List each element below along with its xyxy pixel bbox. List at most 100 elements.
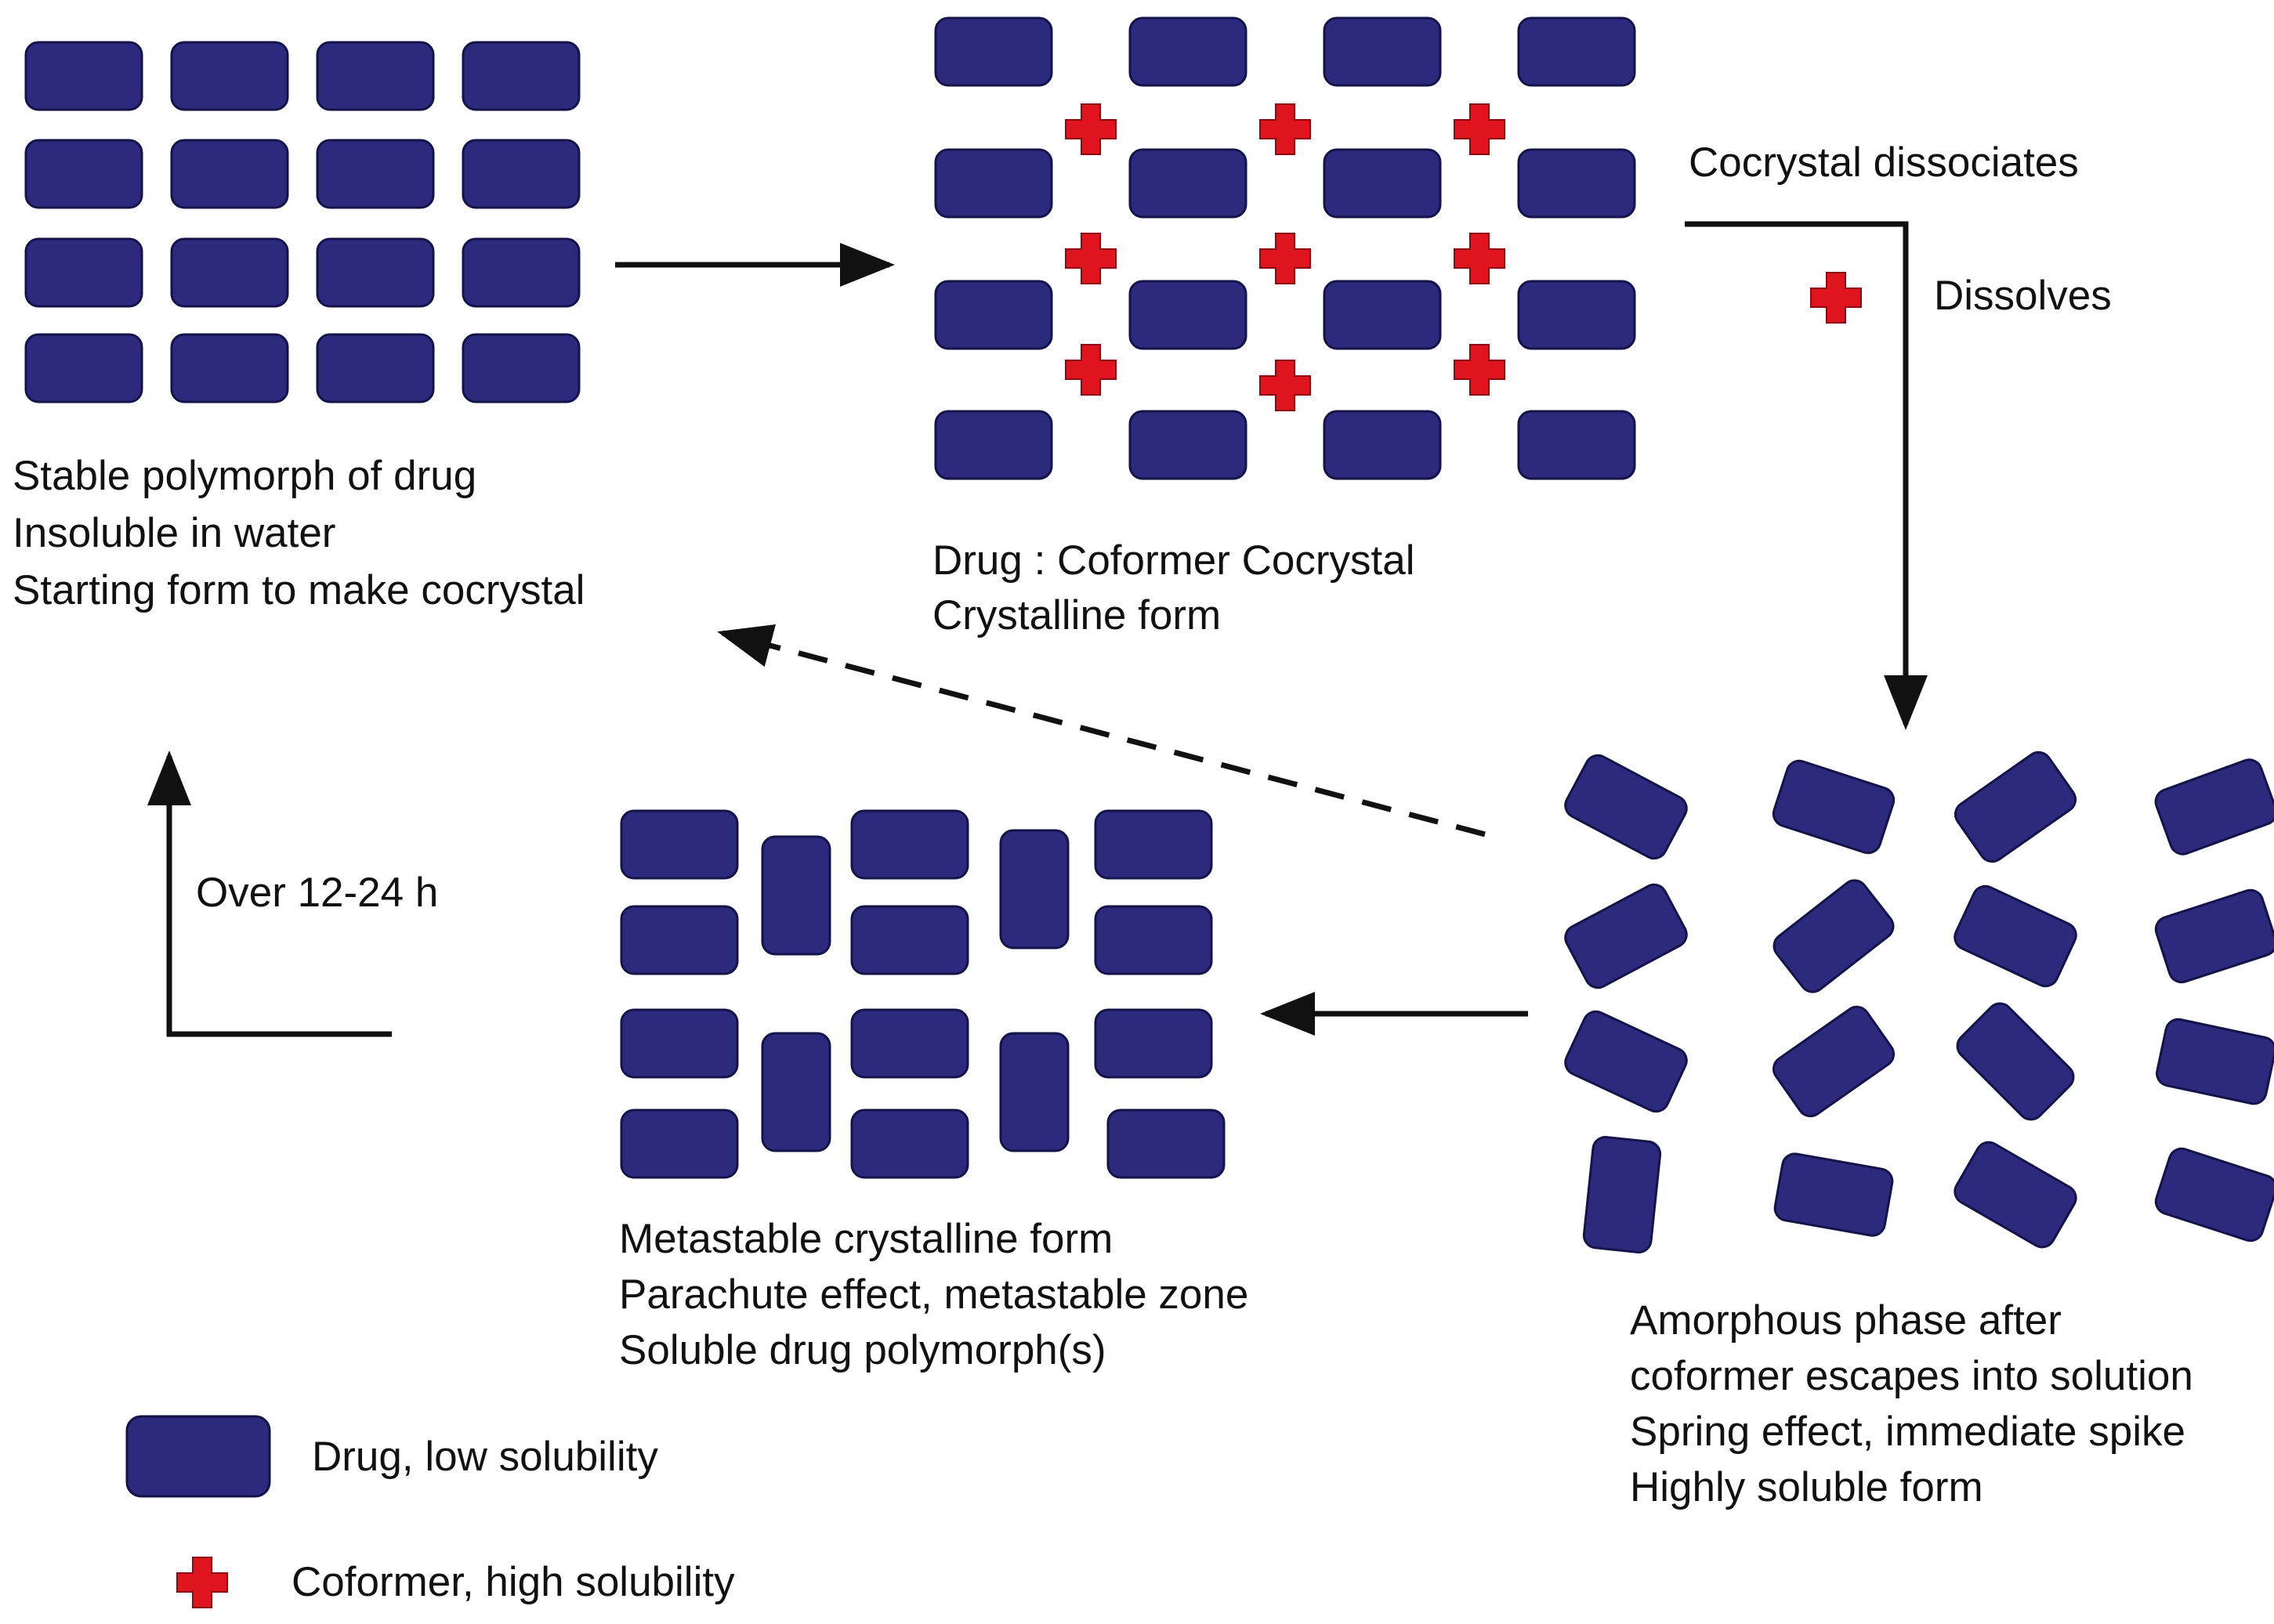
drug-molecule (620, 1109, 739, 1179)
drug-molecule (934, 280, 1053, 350)
metastable-caption-line3: Soluble drug polymorph(s) (619, 1327, 1106, 1373)
amorphous-phase-cluster (1564, 751, 2274, 1254)
coformer-molecule (1454, 103, 1505, 155)
drug-molecule (1954, 1141, 2077, 1249)
drug-molecule (1128, 280, 1247, 350)
dissolves-label: Dissolves (1934, 273, 2112, 319)
drug-molecule (1517, 280, 1636, 350)
drug-molecule (1773, 1152, 1894, 1237)
drug-molecule (2154, 758, 2274, 855)
drug-molecule (1564, 1010, 1688, 1113)
drug-molecule (934, 410, 1053, 480)
amorphous-caption-line4: Highly soluble form (1630, 1464, 1983, 1510)
drug-molecule (1323, 148, 1442, 219)
stable-caption-line3: Starting form to make cocrystal (13, 567, 585, 613)
drug-molecule (999, 829, 1070, 949)
drug-molecule (850, 1109, 969, 1179)
stable-caption-line1: Stable polymorph of drug (13, 453, 477, 499)
drug-molecule (170, 41, 289, 111)
metastable-caption-line1: Metastable crystalline form (619, 1216, 1113, 1262)
cocrystal-caption-line1: Drug : Coformer Cocrystal (932, 537, 1415, 584)
drug-molecule (1956, 1002, 2075, 1121)
drug-molecule (1564, 883, 1688, 989)
drug-molecule (170, 139, 289, 209)
metastable-lattice (620, 809, 1226, 1179)
cocrystal-lattice (934, 16, 1636, 480)
dissociates-label: Cocrystal dissociates (1689, 139, 2079, 186)
coformer-molecule (1259, 103, 1311, 155)
drug-molecule (1128, 16, 1247, 87)
drug-molecule (462, 333, 581, 403)
drug-molecule (999, 1032, 1070, 1152)
arrows-layer (147, 221, 1928, 1037)
cocrystal-caption-line2: Crystalline form (932, 592, 1222, 638)
drug-molecule (316, 237, 435, 308)
arrow-metastable-to-stable (147, 751, 392, 1037)
dissolving-coformer-icon (1810, 272, 1862, 324)
drug-molecule (1564, 754, 1688, 860)
stable-polymorph-lattice (24, 41, 581, 403)
coformer-molecule (1065, 344, 1117, 396)
drug-molecule (2154, 1147, 2274, 1242)
drug-molecule (1323, 16, 1442, 87)
legend-drug-label: Drug, low solubility (312, 1434, 658, 1480)
drug-molecule (170, 237, 289, 308)
legend-coformer-icon (176, 1557, 228, 1608)
drug-molecule (934, 16, 1053, 87)
coformer-molecule (1259, 233, 1311, 284)
drug-molecule (462, 237, 581, 308)
drug-molecule (1582, 1135, 1662, 1254)
drug-molecule (316, 41, 435, 111)
drug-molecule (1954, 884, 2077, 988)
drug-molecule (850, 1008, 969, 1079)
coformer-molecule (1454, 233, 1505, 284)
coformer-molecule (1259, 360, 1311, 411)
drug-molecule (24, 237, 143, 308)
timing-label: Over 12-24 h (196, 870, 439, 916)
drug-molecule (316, 333, 435, 403)
drug-molecule (1323, 280, 1442, 350)
drug-molecule (24, 41, 143, 111)
dashed-arrow-amorphous-to-stable (717, 624, 1486, 837)
coformer-molecule (1065, 233, 1117, 284)
drug-molecule (1517, 410, 1636, 480)
coformer-molecule (1065, 103, 1117, 155)
drug-molecule (170, 333, 289, 403)
drug-molecule (316, 139, 435, 209)
drug-molecule (1772, 759, 1896, 855)
drug-molecule (1517, 148, 1636, 219)
drug-molecule (1323, 410, 1442, 480)
drug-molecule (1517, 16, 1636, 87)
drug-molecule (1094, 905, 1213, 975)
drug-molecule (462, 139, 581, 209)
drug-molecule (1128, 148, 1247, 219)
drug-molecule (761, 1032, 831, 1152)
legend-drug-icon (125, 1415, 271, 1498)
drug-molecule (1106, 1109, 1226, 1179)
stable-caption-line2: Insoluble in water (13, 510, 336, 556)
drug-molecule (761, 835, 831, 956)
metastable-caption-line2: Parachute effect, metastable zone (619, 1271, 1249, 1318)
drug-molecule (1128, 410, 1247, 480)
arrow-cocrystal-to-amorphous (1685, 221, 1928, 730)
drug-molecule (2156, 1018, 2274, 1105)
legend-coformer-label: Coformer, high solubility (291, 1559, 735, 1605)
amorphous-caption-line2: coformer escapes into solution (1630, 1353, 2193, 1399)
drug-molecule (620, 905, 739, 975)
drug-molecule (2154, 888, 2274, 984)
coformer-molecule (1454, 344, 1505, 396)
drug-molecule (850, 905, 969, 975)
drug-molecule (850, 809, 969, 880)
drug-molecule (620, 809, 739, 880)
drug-molecule (462, 41, 581, 111)
drug-molecule (24, 333, 143, 403)
drug-molecule (1772, 1005, 1896, 1118)
drug-molecule (1954, 751, 2077, 863)
drug-molecule (24, 139, 143, 209)
amorphous-caption-line3: Spring effect, immediate spike (1630, 1409, 2185, 1455)
drug-molecule (934, 148, 1053, 219)
drug-molecule (1094, 809, 1213, 880)
amorphous-caption-line1: Amorphous phase after (1630, 1297, 2062, 1344)
drug-molecule (620, 1008, 739, 1079)
